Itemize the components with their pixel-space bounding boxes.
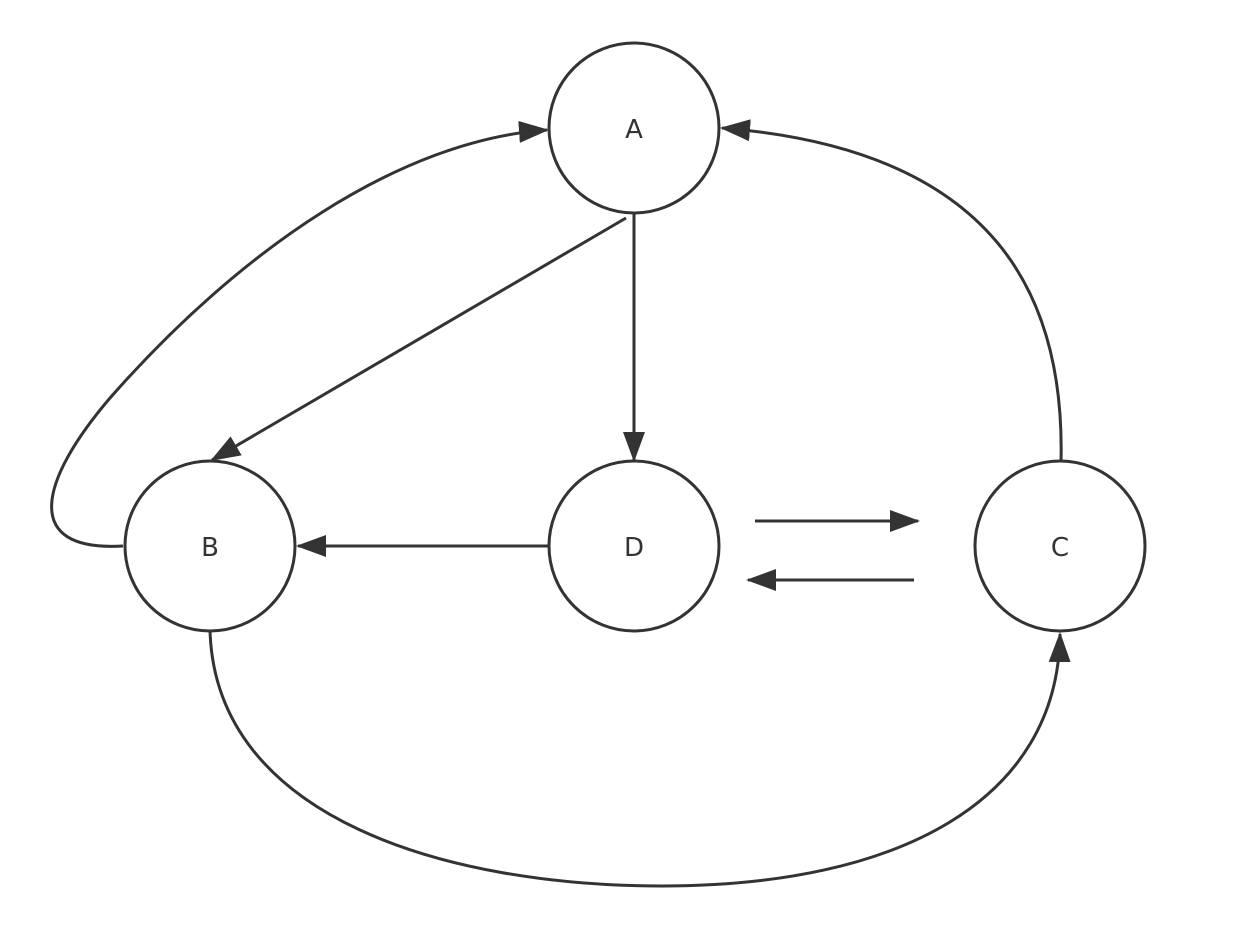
edge-c-to-a — [720, 119, 1063, 463]
node-c: C — [973, 459, 1147, 633]
node-b-circle — [123, 459, 297, 633]
node-a-label: A — [625, 115, 643, 145]
node-d-label: D — [624, 533, 644, 563]
node-c-label: C — [1051, 533, 1069, 563]
edge-b-to-c — [208, 629, 1071, 888]
edge-a-to-b — [210, 216, 627, 462]
node-a: A — [547, 41, 721, 215]
node-d: D — [547, 459, 721, 633]
node-b: B — [123, 459, 297, 633]
node-b-label: B — [201, 533, 219, 563]
node-d-circle — [547, 459, 721, 633]
node-a-circle — [547, 41, 721, 215]
edge-b-to-a — [50, 120, 549, 548]
node-c-circle — [973, 459, 1147, 633]
